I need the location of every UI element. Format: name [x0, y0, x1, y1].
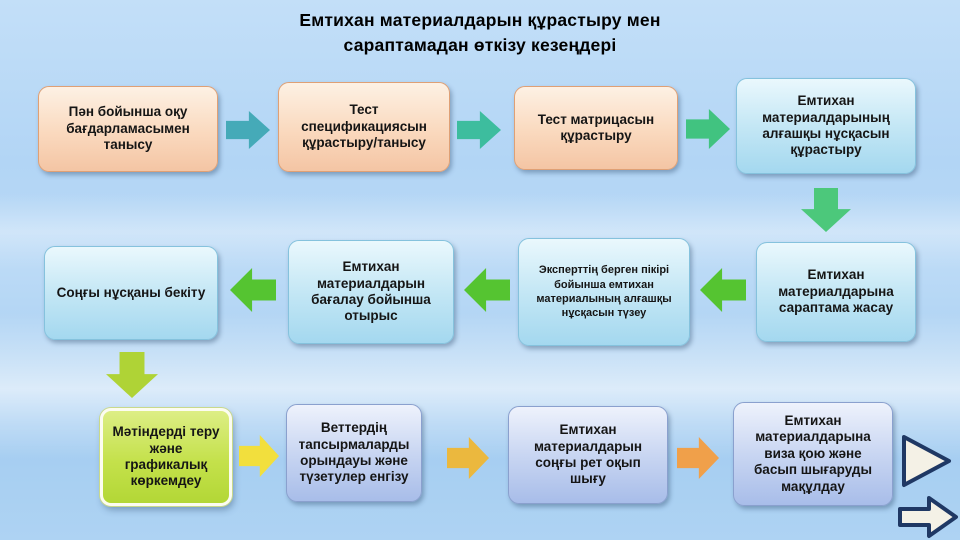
- flow-arrow-down-icon: [801, 188, 851, 232]
- flow-arrow-right-icon: [239, 435, 279, 477]
- nav-next-triangle-icon[interactable]: [898, 432, 954, 490]
- flow-arrow-left-icon: [700, 268, 746, 312]
- nav-next-block-arrow-icon[interactable]: [896, 494, 960, 540]
- step-box-4: Емтихан материалдарының алғашқы нұсқасын…: [736, 78, 916, 174]
- step-box-10: Веттердің тапсырмаларды орындауы және тү…: [286, 404, 422, 502]
- slide-title: Емтихан материалдарын құрастыру мен сара…: [0, 8, 960, 59]
- step-box-5: Емтихан материалдарына сараптама жасау: [756, 242, 916, 342]
- flow-arrow-left-icon: [464, 268, 510, 312]
- step-box-11: Емтихан материалдарын соңғы рет оқып шығ…: [508, 406, 668, 504]
- step-box-7: Емтихан материалдарын бағалау бойынша от…: [288, 240, 454, 344]
- step-box-1: Пән бойынша оқу бағдарламасымен танысу: [38, 86, 218, 172]
- slide-title-line1: Емтихан материалдарын құрастыру мен: [299, 10, 661, 30]
- slide-title-line2: сараптамадан өткізу кезеңдері: [343, 35, 617, 56]
- step-box-8: Соңғы нұсқаны бекіту: [44, 246, 218, 340]
- step-box-2: Тест спецификациясын құрастыру/танысу: [278, 82, 450, 172]
- step-box-12: Емтихан материалдарына виза қою және бас…: [733, 402, 893, 506]
- step-box-3: Тест матрицасын құрастыру: [514, 86, 678, 170]
- flow-arrow-right-icon: [457, 111, 501, 149]
- flow-arrow-right-icon: [686, 109, 730, 149]
- flow-arrow-right-icon: [447, 437, 489, 479]
- step-box-9: Мәтіндерді теру және графикалық көркемде…: [100, 408, 232, 506]
- step-box-6: Эксперттің берген пікірі бойынша емтихан…: [518, 238, 690, 346]
- flow-arrow-right-icon: [226, 111, 270, 149]
- flow-arrow-left-icon: [230, 268, 276, 312]
- flow-arrow-down-icon: [106, 352, 158, 398]
- flow-arrow-right-icon: [677, 437, 719, 479]
